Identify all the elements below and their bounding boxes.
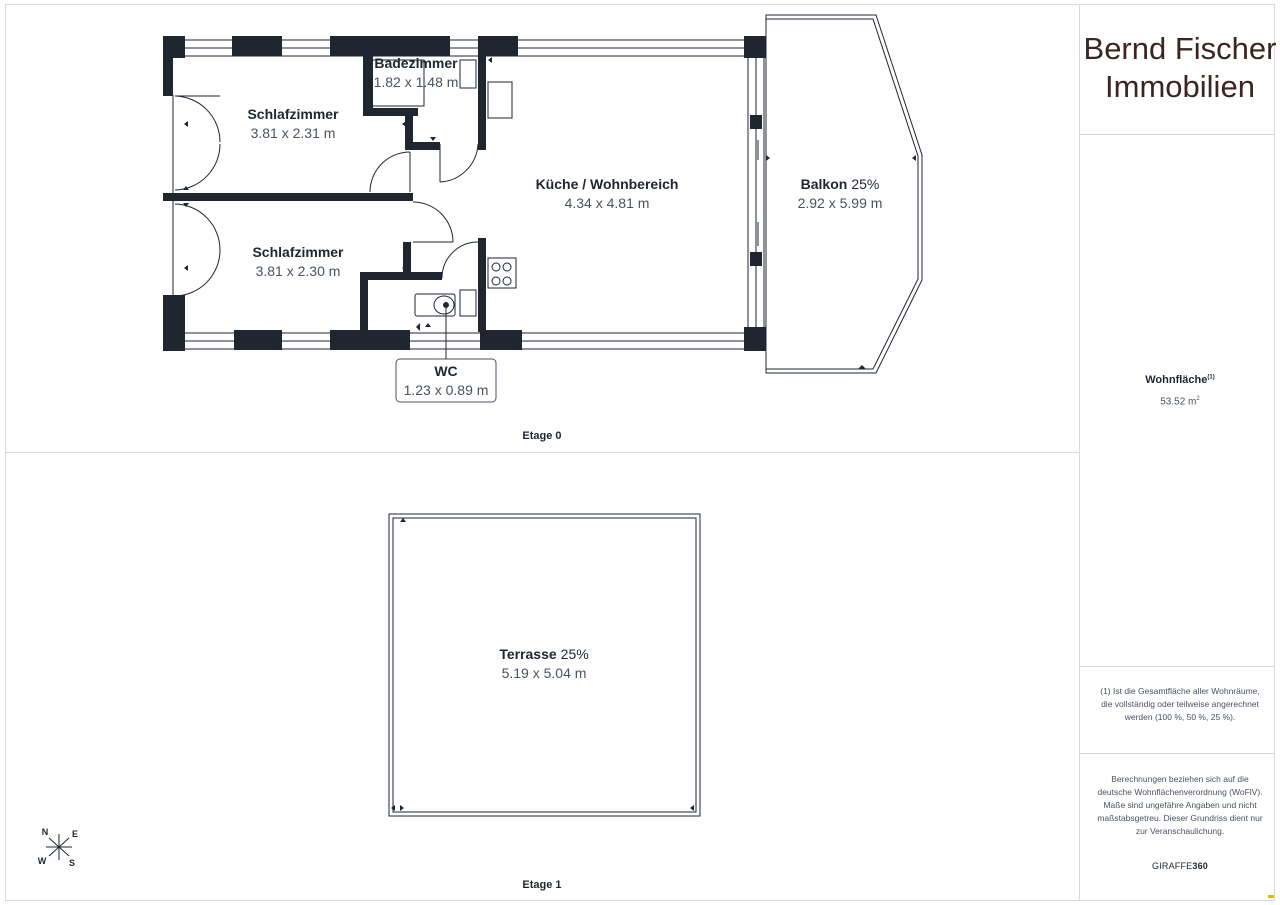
room-name-wc: WC [434,363,457,379]
fixtures [371,59,517,317]
room-name-terrasse-text: Terrasse [499,646,557,662]
footnote-text: (1) Ist die Gesamtfläche aller Wohnräume… [1100,686,1260,722]
room-name-schlafzimmer-2: Schlafzimmer [252,244,344,260]
room-dims-wc: 1.23 x 0.89 m [404,382,489,398]
living-area-footnote-mark: (1) [1207,374,1215,381]
room-dims-schlafzimmer-1: 3.81 x 2.31 m [251,125,336,141]
room-share-terrasse: 25% [561,646,589,662]
compass-e: E [72,829,78,839]
balcony-outline [765,14,923,374]
room-share-balkon: 25% [851,176,879,192]
balcony-outline-inner [766,18,919,370]
living-area-label-text: Wohnfläche [1145,374,1208,386]
room-dims-schlafzimmer-2: 3.81 x 2.30 m [256,263,341,279]
terrasse-outline [388,513,701,817]
doors [174,95,759,297]
page-frame [5,4,1275,901]
compass-s: S [69,858,75,868]
compass-n: N [42,827,49,837]
compass-rose: N E W S [38,827,78,868]
room-dims-terrasse: 5.19 x 5.04 m [502,665,587,681]
terrasse-outline-inner [392,517,697,813]
room-name-schlafzimmer-1: Schlafzimmer [247,106,339,122]
room-name-kueche: Küche / Wohnbereich [536,176,679,192]
compass-w: W [38,856,47,866]
room-dims-badezimmer: 1.82 x 1.48 m [374,74,459,90]
company-title: Bernd Fischer Immobilien [1080,30,1280,106]
room-dims-kueche: 4.34 x 4.81 m [565,195,650,211]
brand-prefix: GIRAFFE [1151,861,1193,871]
floor-label-0: Etage 0 [522,430,561,442]
dimension-markers [183,57,916,369]
room-dims-balkon: 2.92 x 5.99 m [798,195,883,211]
living-area-value-text: 53.52 m [1160,396,1197,408]
corner-marker [1268,895,1274,898]
compass-icon [46,834,72,860]
floor-0-plan: Badezimmer 1.82 x 1.48 m Schlafzimmer 3.… [163,14,923,442]
company-line-1: Bernd Fischer [1083,31,1277,66]
living-area-value: 53.52 m2 [1080,396,1280,407]
company-line-2: Immobilien [1105,69,1255,104]
walls [163,36,766,351]
room-name-balkon-text: Balkon [801,176,848,192]
living-area-unit: 2 [1196,396,1200,402]
living-area-label: Wohnfläche(1) [1080,374,1280,386]
floor-label-1: Etage 1 [522,879,561,891]
disclaimer-text: Berechnungen beziehen sich auf die deuts… [1097,774,1263,836]
room-name-badezimmer: Badezimmer [374,55,458,71]
terrasse-markers [391,518,694,811]
brand-logo: GIRAFFE360 [1080,861,1280,871]
wc-leader-dot [443,302,449,308]
brand-suffix: 360 [1192,861,1209,871]
